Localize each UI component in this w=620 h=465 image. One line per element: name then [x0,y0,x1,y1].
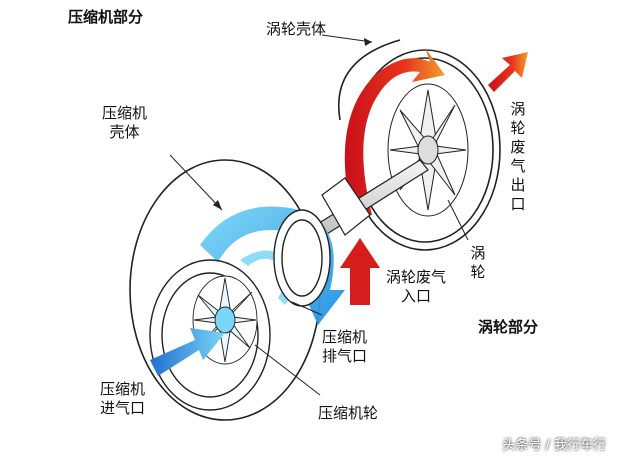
watermark: 头条号 / 我行车行 [502,438,606,453]
turbine-exhaust-inlet-label: 涡轮废气 入口 [386,268,447,305]
compressor-wheel [192,275,258,365]
leader-lines [169,34,469,396]
shaft [299,159,429,247]
turbine-housing-label: 涡轮壳体 [266,20,327,38]
compressor-section-label: 压缩机部分 [68,8,144,26]
compressor-housing-label: 压缩机 壳体 [102,104,148,141]
compressor-wheel-label: 压缩机轮 [318,404,379,422]
turbine-section-label: 涡轮部分 [478,318,539,336]
intake-air-arrow [150,328,225,376]
compressor-discharge-label: 压缩机 排气口 [322,328,368,365]
turbine-exhaust-outlet-label: 涡 轮 废 气 出 口 [510,100,526,213]
compressor-backplate [273,209,331,307]
turbine-wheel-label: 涡 轮 [470,244,486,281]
exhaust-outlet-arrow [488,52,528,92]
exhaust-inlet-arrow [340,238,380,305]
exhaust-flow-arrow [344,48,445,215]
turbine-wheel [387,83,469,217]
compressor-intake-label: 压缩机 进气口 [100,380,146,417]
